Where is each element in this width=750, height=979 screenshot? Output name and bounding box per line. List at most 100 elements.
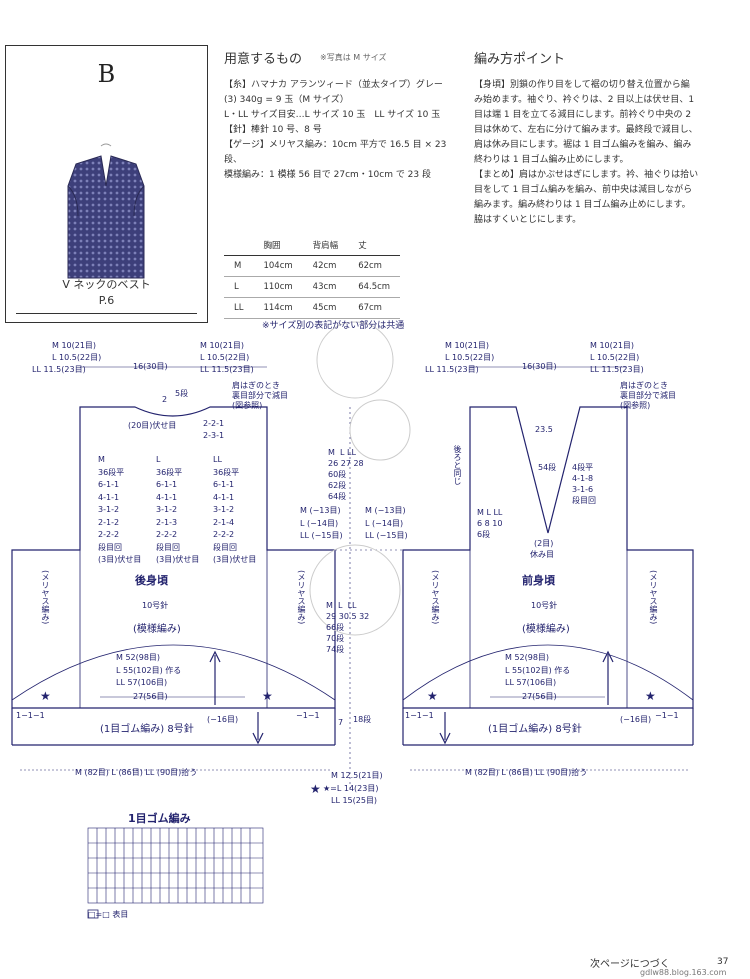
back-rib-mark-right: −1−1 bbox=[296, 711, 320, 720]
points-line: み始めます。袖ぐり、衿ぐりは、2 目以上は伏せ目、1 bbox=[474, 95, 695, 105]
size-cell: L bbox=[224, 276, 254, 298]
front-title: 前身頃 bbox=[522, 574, 555, 587]
back-neck-bind-off: (20目)伏せ目 bbox=[128, 421, 177, 430]
rib-rows: 18段 bbox=[353, 715, 372, 724]
size-cell: M bbox=[224, 255, 254, 277]
front-center-hold: (2目)休み目 bbox=[530, 539, 554, 559]
size-label: M 10(21目) bbox=[200, 341, 245, 350]
size-cell: 110cm bbox=[253, 276, 303, 298]
size-cell: 43cm bbox=[302, 276, 349, 298]
star-icon: ★ bbox=[427, 689, 438, 703]
front-shoulder-note: 肩はぎのとき裏目部分で減目(図参照) bbox=[620, 381, 676, 410]
size-header bbox=[224, 235, 254, 256]
back-pattern: (模様編み) bbox=[133, 624, 181, 635]
project-title: V ネックのベスト bbox=[62, 278, 151, 291]
star-size-key: M 12.5(21目) ★=L 14(23目) LL 15(25目) bbox=[323, 771, 383, 805]
points-line: 終わりは 1 目ゴム編み止めにします。 bbox=[474, 155, 629, 165]
rib-chart-legend: □=□ 表目 bbox=[88, 910, 129, 919]
points-line: 目をして 1 目ゴム編みを編み、前中央は減目しながら bbox=[474, 185, 693, 195]
project-card: B V ネックのベスト P.6 bbox=[5, 45, 208, 323]
materials-note: ※写真は M サイズ bbox=[320, 53, 387, 62]
dec-line: 2-2-1 bbox=[203, 419, 225, 428]
front-top-right-sizes: M 10(21目)L 10.5(22目)LL 11.5(23目) bbox=[590, 341, 644, 374]
yarn-decoration bbox=[309, 321, 411, 636]
size-cell: 45cm bbox=[302, 297, 349, 319]
front-pattern: (模様編み) bbox=[522, 624, 570, 635]
project-letter: B bbox=[97, 60, 116, 88]
size-cell: 67cm bbox=[348, 297, 401, 319]
front-rib: (1目ゴム編み) 8号針 bbox=[488, 724, 582, 735]
back-armhole-dec: M (−13目)L (−14目)LL (−15目) bbox=[300, 506, 343, 540]
points-line: 【身頃】別鎖の作り目をして裾の切り替え位置から編 bbox=[474, 80, 690, 90]
front-v-rows: 54段 bbox=[538, 463, 557, 472]
size-header: 背肩幅 bbox=[302, 235, 349, 256]
materials-line: L・LL サイズ目安…L サイズ 10 玉 LL サイズ 10 玉 bbox=[224, 110, 441, 120]
star-icon: ★ bbox=[645, 689, 656, 703]
materials-line: 【ゲージ】メリヤス編み：10cm 平方で 16.5 目 × 23 段、 bbox=[224, 140, 447, 165]
size-cell: LL bbox=[224, 297, 254, 319]
size-label: L 10.5(22目) bbox=[200, 353, 250, 362]
size-cell: 62cm bbox=[348, 255, 401, 277]
front-rib-dec: (−16目) bbox=[620, 715, 652, 724]
front-rib-mark-right: −1−1 bbox=[655, 711, 679, 720]
points-list: 【身頃】別鎖の作り目をして裾の切り替え位置から編 み始めます。袖ぐり、衿ぐりは、… bbox=[474, 78, 744, 228]
back-pickup: M (82目) L (86目) LL (90目)拾う bbox=[75, 768, 198, 777]
front-v-depth: 23.5 bbox=[535, 425, 553, 434]
front-pattern-width: 27(56目) bbox=[522, 692, 557, 701]
back-pattern-width: 27(56目) bbox=[133, 692, 168, 701]
back-rib-dec: (−16目) bbox=[207, 715, 239, 724]
back-rib: (1目ゴム編み) 8号針 bbox=[100, 724, 194, 735]
size-header: 胸囲 bbox=[253, 235, 303, 256]
back-neck-rows: 5段 bbox=[175, 389, 189, 398]
size-header: 丈 bbox=[348, 235, 401, 256]
front-side-left: (メリヤス編み) bbox=[431, 570, 440, 625]
materials-line: 【針】棒針 10 号、8 号 bbox=[224, 125, 322, 135]
points-line: 肩は休み目にします。裾は 1 目ゴム編みを編み、編み bbox=[474, 140, 692, 150]
size-row: M 104cm 42cm 62cm bbox=[224, 255, 401, 277]
star-icon: ★ bbox=[262, 689, 273, 703]
size-cell: 64.5cm bbox=[348, 276, 401, 298]
project-page-ref: P.6 bbox=[98, 294, 115, 307]
back-piece-outline bbox=[11, 406, 336, 709]
materials-line: 【糸】ハマナカ アランツィード（並太タイプ）グレー bbox=[224, 80, 443, 90]
common-note: ※サイズ別の表記がない部分は共通 bbox=[262, 321, 405, 331]
size-label: LL 11.5(23目) bbox=[32, 365, 86, 374]
size-cell: 42cm bbox=[302, 255, 349, 277]
back-top-left-sizes: M 10(21目) L 10.5(22目) LL 11.5(23目) bbox=[32, 340, 101, 376]
size-cell: 104cm bbox=[253, 255, 303, 277]
materials-line: 模様編み：1 模様 56 目で 27cm・10cm で 23 段 bbox=[224, 170, 431, 180]
size-table: 胸囲 背肩幅 丈 M 104cm 42cm 62cm L 110cm 43cm … bbox=[224, 235, 401, 319]
size-row: LL 114cm 45cm 67cm bbox=[224, 297, 401, 319]
note-line: 裏目部分で減目 bbox=[232, 391, 288, 400]
back-neck-decreases: 2-2-1 2-3-1 bbox=[203, 418, 224, 442]
armhole-depth: M L LL 26 27 28 60段 62段 64段 bbox=[328, 448, 364, 501]
materials-line: (3) 340g = 9 玉（M サイズ） bbox=[224, 95, 349, 105]
back-top-right-sizes: M 10(21目) L 10.5(22目) LL 11.5(23目) bbox=[200, 340, 254, 376]
back-title: 後身頃 bbox=[135, 574, 168, 587]
size-label: L 10.5(22目) bbox=[52, 353, 102, 362]
page-number: 37 bbox=[717, 957, 729, 967]
front-side-right: (メリヤス編み) bbox=[649, 570, 658, 625]
points-line: 脇はすくいとじにします。 bbox=[474, 215, 582, 225]
note-line: (図参照) bbox=[232, 401, 263, 410]
rib-chart-title: 1目ゴム編み bbox=[128, 812, 191, 825]
points-line: 編みます。編み終わりは 1 目ゴム編み止めにします。 bbox=[474, 200, 691, 210]
back-needle: 10号針 bbox=[142, 601, 169, 610]
points-line: 目は休めて、左右に分けて編みます。最終段で減目し、 bbox=[474, 125, 698, 135]
size-label: M 10(21目) bbox=[52, 341, 97, 350]
card-divider bbox=[16, 313, 197, 314]
size-label: LL 11.5(23目) bbox=[200, 365, 254, 374]
back-side-left: (メリヤス編み) bbox=[41, 570, 50, 625]
dec-line: 2-3-1 bbox=[203, 431, 225, 440]
star-icon: ★ bbox=[310, 782, 321, 796]
front-pickup: M (82目) L (86目) LL (90目)拾う bbox=[465, 768, 588, 777]
materials-heading: 用意するもの bbox=[224, 52, 303, 67]
back-side-right: (メリヤス編み) bbox=[297, 570, 306, 625]
legend-box bbox=[87, 909, 99, 919]
